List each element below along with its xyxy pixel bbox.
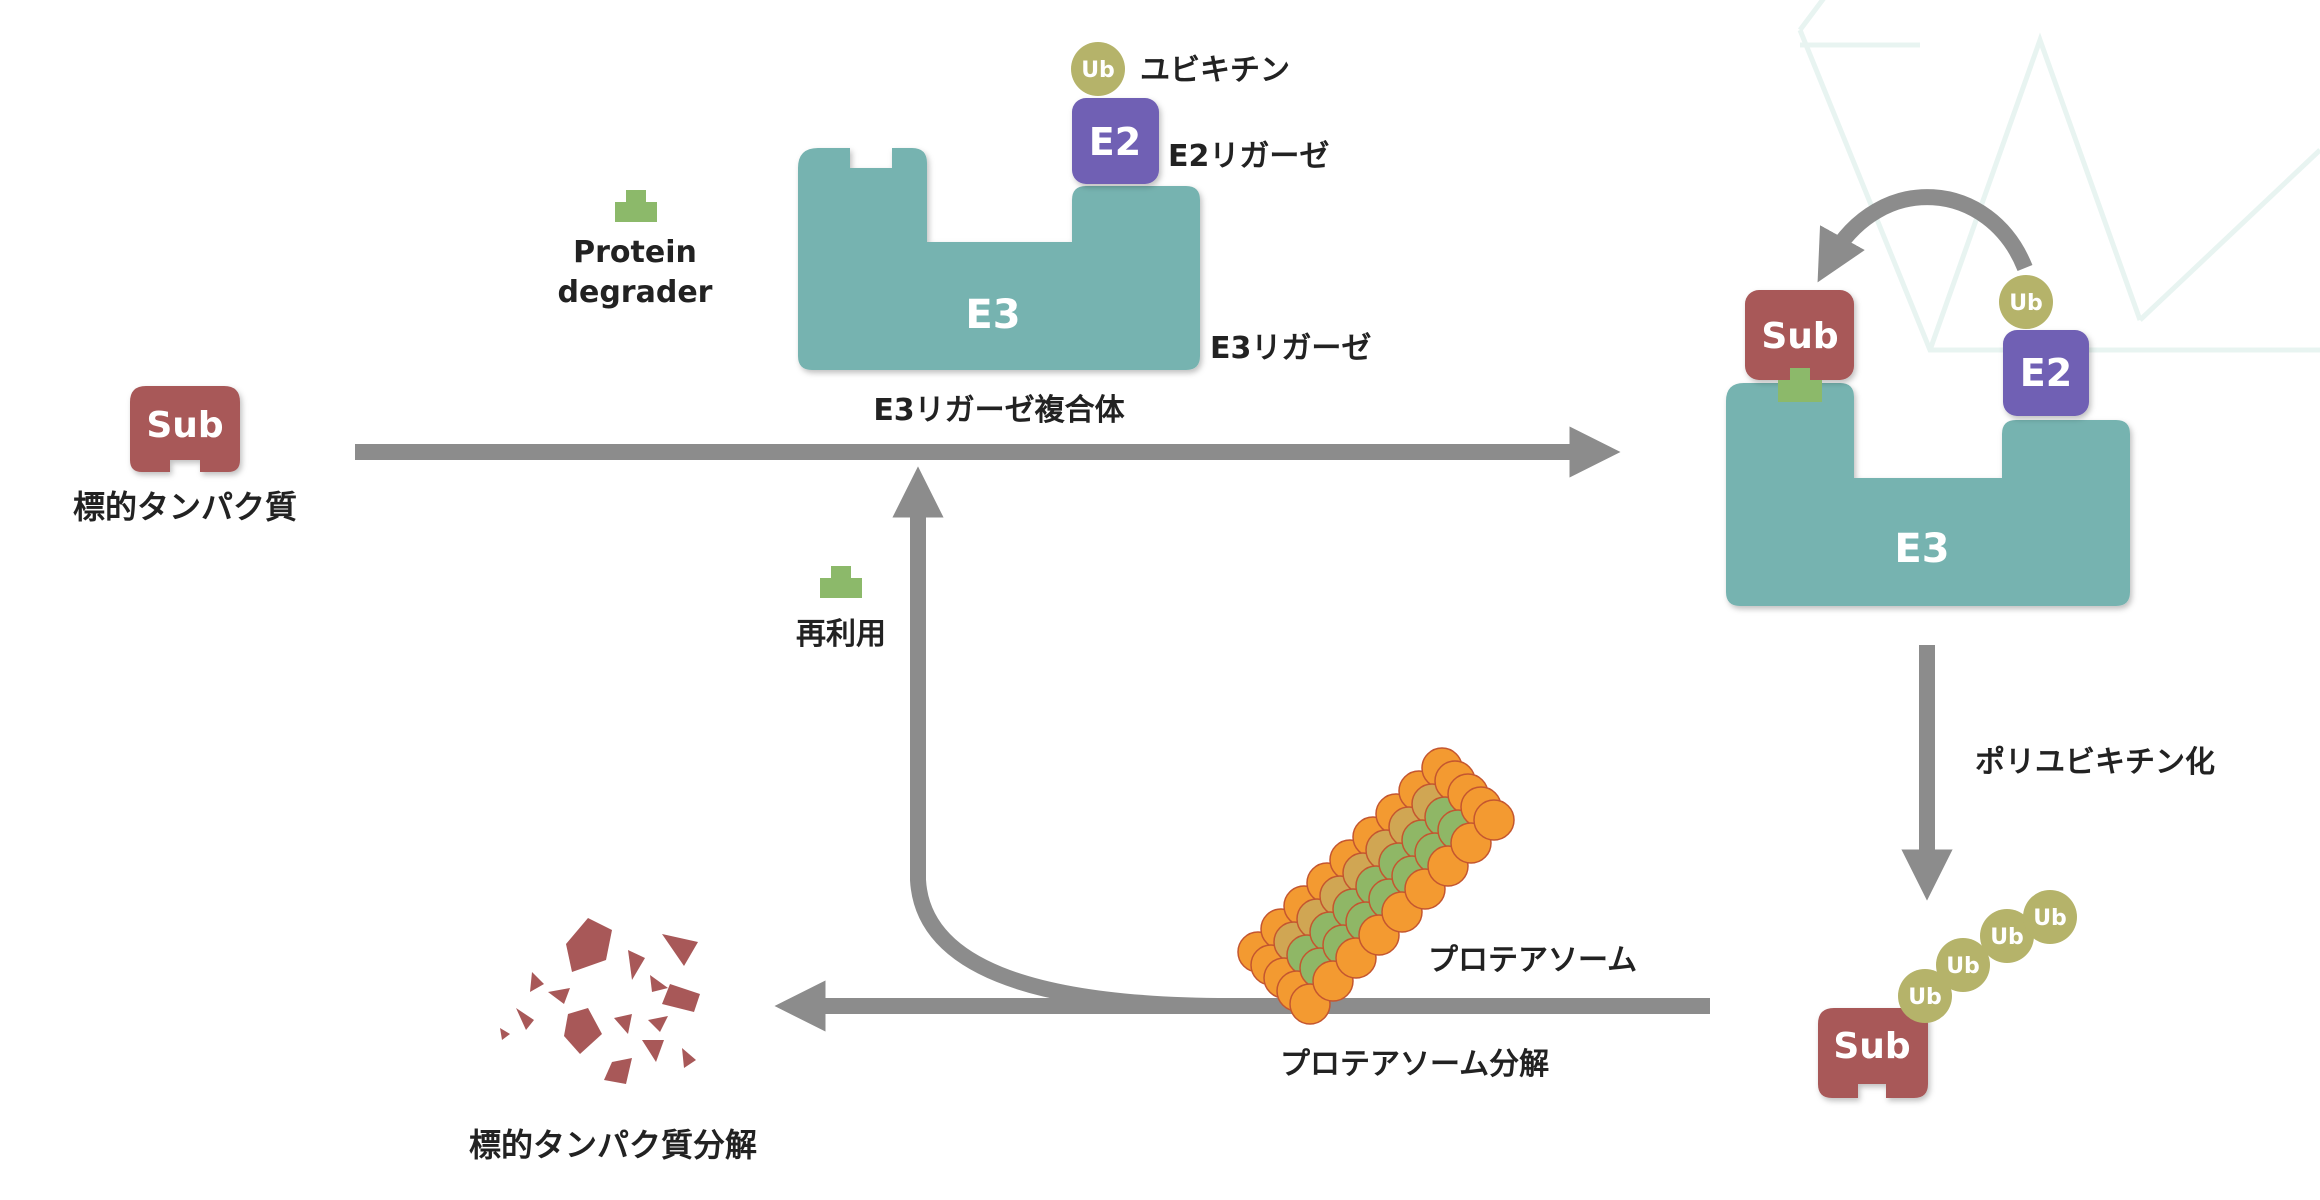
degrader-text-line1: Protein bbox=[573, 235, 697, 270]
e3-ligase-text: E3リガーゼ bbox=[1210, 331, 1371, 366]
ub-label: Ub bbox=[2033, 906, 2067, 931]
fragment bbox=[500, 1028, 510, 1040]
e2-block bbox=[2003, 330, 2089, 416]
ub-circle bbox=[2023, 890, 2077, 944]
target-protein-text: 標的タンパク質 bbox=[73, 488, 297, 526]
fragment bbox=[604, 1058, 632, 1084]
degrader-block-icon bbox=[1778, 368, 1822, 402]
proteasome-degradation-text: プロテアソーム分解 bbox=[1280, 1047, 1549, 1082]
fragment bbox=[662, 984, 700, 1012]
ternary-complex: E3 Sub E2 Ub bbox=[1726, 275, 2130, 606]
fragment bbox=[530, 972, 544, 992]
background-decoration bbox=[1797, 0, 2320, 353]
protein-degrader: Protein degrader bbox=[558, 190, 713, 310]
sub-block bbox=[1745, 290, 1854, 380]
ub-label: Ub bbox=[1946, 954, 1980, 979]
recycle-arrow bbox=[892, 466, 1231, 1014]
proteasome-cluster-icon bbox=[1237, 747, 1515, 1025]
fragment bbox=[648, 1016, 668, 1032]
ubiquitin-text: ユビキチン bbox=[1140, 53, 1290, 88]
ubiquitin-transfer-arrow bbox=[1817, 189, 2033, 283]
degrader-text-line2: degrader bbox=[558, 275, 713, 310]
reuse: 再利用 bbox=[796, 566, 886, 652]
fragment bbox=[564, 1008, 602, 1054]
sub-block bbox=[1818, 1008, 1928, 1098]
degrader-block-icon bbox=[820, 566, 862, 598]
fragment bbox=[614, 1014, 632, 1034]
ub-label: Ub bbox=[1908, 985, 1942, 1010]
proteasome-subunit bbox=[1473, 799, 1515, 841]
target-protein: Sub 標的タンパク質 bbox=[73, 386, 297, 526]
e3-ligase-block bbox=[1726, 383, 2130, 606]
sub-label: Sub bbox=[1833, 1026, 1910, 1067]
reuse-text: 再利用 bbox=[796, 617, 886, 652]
e3-ligase-block bbox=[798, 148, 1200, 370]
fragment bbox=[548, 988, 570, 1004]
e2-block bbox=[1072, 98, 1159, 184]
fragment bbox=[642, 1040, 664, 1062]
e2-label: E2 bbox=[2020, 351, 2072, 395]
e2-label: E2 bbox=[1089, 120, 1141, 164]
degrader-block-icon bbox=[615, 190, 657, 222]
ub-circle bbox=[1071, 42, 1125, 96]
ub-circle bbox=[1898, 969, 1952, 1023]
protein-fragments-icon bbox=[500, 918, 700, 1084]
sub-label: Sub bbox=[146, 405, 223, 446]
e3-label: E3 bbox=[965, 292, 1020, 338]
proteasome-text: プロテアソーム bbox=[1428, 943, 1637, 978]
ub-circle bbox=[1980, 909, 2034, 963]
fragment bbox=[662, 934, 698, 966]
fragment bbox=[650, 975, 668, 992]
ub-circle bbox=[1936, 938, 1990, 992]
target-degradation-text: 標的タンパク質分解 bbox=[469, 1126, 757, 1164]
fragment bbox=[516, 1008, 534, 1030]
fragment bbox=[566, 918, 612, 972]
ub-label: Ub bbox=[2009, 291, 2043, 316]
sub-block bbox=[130, 386, 240, 472]
e3-complex-text: E3リガーゼ複合体 bbox=[873, 393, 1125, 428]
e3-ligase-complex: E3 E2 Ub ユビキチン E2リガーゼ E3リガーゼ E3リガーゼ複合体 bbox=[798, 42, 1371, 428]
polyubiquitinated-substrate: Sub Ub Ub Ub Ub bbox=[1818, 890, 2077, 1098]
ub-label: Ub bbox=[1081, 58, 1115, 83]
sub-label: Sub bbox=[1761, 316, 1838, 357]
fragment bbox=[628, 950, 645, 980]
e3-label: E3 bbox=[1894, 526, 1949, 572]
fragment bbox=[682, 1048, 696, 1068]
ub-circle bbox=[1999, 275, 2053, 329]
e2-ligase-text: E2リガーゼ bbox=[1168, 139, 1329, 174]
ub-label: Ub bbox=[1990, 925, 2024, 950]
polyubiquitination-text: ポリユビキチン化 bbox=[1975, 745, 2215, 780]
